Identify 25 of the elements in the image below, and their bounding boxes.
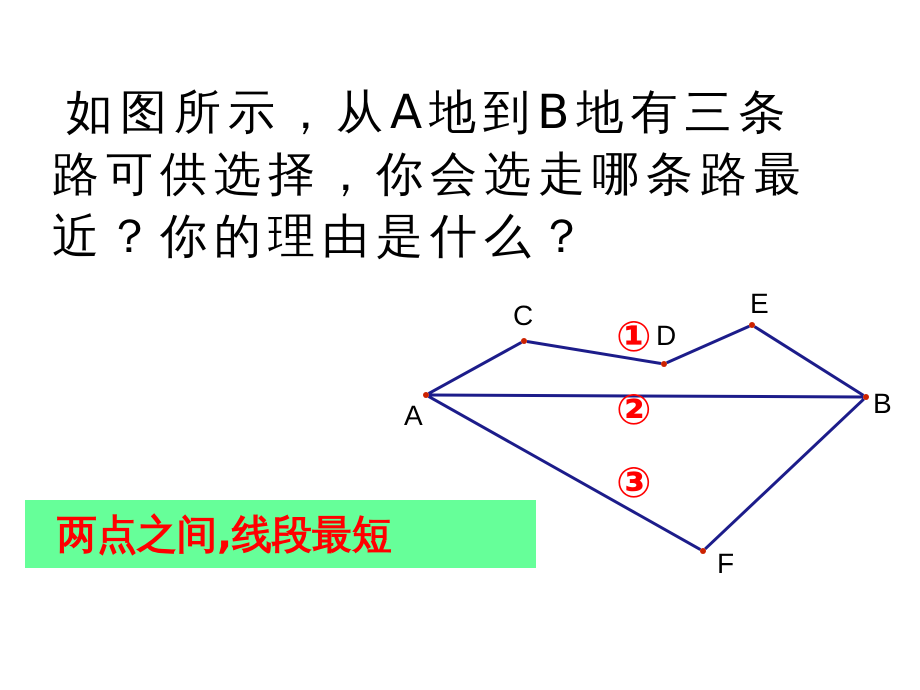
point-dot <box>863 394 869 400</box>
point-label: F <box>717 548 734 580</box>
line-segment <box>666 324 750 364</box>
route-number: ① <box>616 313 652 361</box>
line-segment <box>704 398 865 550</box>
point-label: D <box>656 320 676 352</box>
point-label: B <box>873 388 892 420</box>
line-segment <box>526 340 662 365</box>
line-segment <box>754 325 864 397</box>
line-segment <box>428 395 702 551</box>
point-dot <box>521 338 527 344</box>
question-text: 如图所示，从A地到B地有三条路可供选择，你会选走哪条路最近？你的理由是什么？ <box>52 84 809 266</box>
point-dot <box>700 548 706 554</box>
conclusion-text: 两点之间,线段最短 <box>57 510 392 560</box>
route-number: ② <box>616 386 652 434</box>
route-number: ③ <box>616 459 652 507</box>
point-dot <box>749 322 755 328</box>
note-box <box>25 500 536 568</box>
line-segment <box>428 341 522 395</box>
point-label: A <box>404 400 423 432</box>
point-dot <box>423 392 429 398</box>
point-label: E <box>750 288 769 320</box>
point-dot <box>661 361 667 367</box>
point-label: C <box>513 300 534 332</box>
line-segment <box>429 394 863 398</box>
